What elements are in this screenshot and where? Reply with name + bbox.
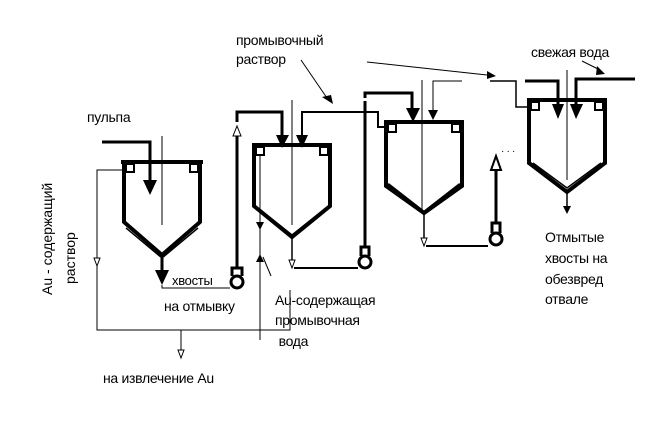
wash-feed-2 [296,111,386,148]
wash-feed-3 [428,80,462,120]
continuation-dots: · · · [501,146,516,157]
washed-tails-label-line1: Отмытые [545,229,605,245]
to-au-recovery-label: на извлечение Au [103,370,214,386]
au-solution-label-line2: раствор [62,232,78,284]
au-solution-label-line1: Au - содержащий [39,182,55,295]
tails-line-2 [288,238,358,270]
au-wash-water-line [256,155,272,340]
feed-line-4 [489,153,503,223]
thickener-2 [252,100,332,240]
wash-solution-leaders [300,59,496,104]
tails-line-3 [420,214,488,248]
washed-tails-label-line4: отвале [545,291,589,307]
pump-1 [229,266,245,290]
au-wash-water-label-line2: промывочная [275,312,360,328]
fresh-water-feed [525,77,635,119]
feed-line-2 [232,110,289,268]
pulp-label: пульпа [87,109,131,125]
thickener-3 [384,80,464,216]
au-wash-water-label-line1: Au-содержащая [275,292,376,308]
washed-tails-outlet [563,192,571,214]
au-solution-line [93,169,291,360]
pump-3 [488,221,504,247]
washed-tails-label-line2: хвосты на [545,250,608,266]
washed-tails-label-line3: обезвред [545,271,604,287]
thickener-1 [121,136,203,259]
wash-solution-label-line1: промывочный [236,32,324,48]
wash-solution-label-line2: раствор [236,51,286,67]
pulp-feed-pipe [102,140,157,195]
overflow-4-line [490,80,529,108]
au-wash-water-label-line3: вода [275,333,309,349]
tails-line-1 [155,258,230,289]
tails-label: хвосты [172,273,213,288]
thickener-4 [527,70,607,195]
fresh-water-leader [581,60,605,75]
feed-line-3 [363,91,420,247]
to-washing-label: на отмывку [164,298,235,314]
fresh-water-label: свежая вода [531,44,609,60]
pump-2 [357,245,373,270]
